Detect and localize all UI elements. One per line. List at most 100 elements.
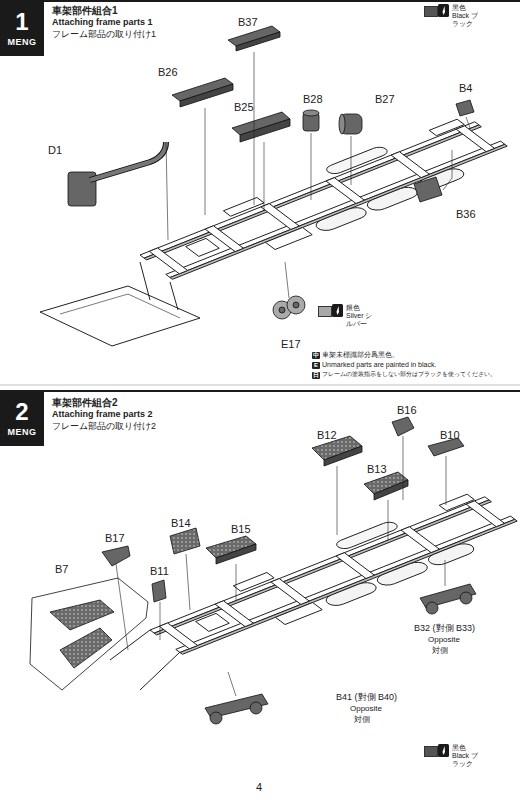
frame-part bbox=[303, 110, 319, 116]
frame-part bbox=[216, 544, 256, 564]
step-badge: 1MENG bbox=[0, 2, 44, 56]
leader-line bbox=[351, 136, 352, 185]
leader-line bbox=[228, 672, 236, 696]
frame-part bbox=[414, 177, 442, 202]
part-number: B37 bbox=[238, 16, 258, 28]
paint-icon bbox=[443, 746, 446, 755]
paint-name: 黑色 Black ブラック bbox=[452, 744, 482, 768]
part-number: B15 bbox=[231, 523, 251, 535]
note-text: Opposite bbox=[428, 636, 460, 645]
frame-part bbox=[456, 100, 474, 116]
note-text: 対側 bbox=[354, 716, 370, 725]
part-number: B27 bbox=[375, 93, 395, 105]
frame-part bbox=[392, 417, 414, 436]
paint-icon bbox=[332, 304, 343, 317]
frame-part bbox=[210, 712, 222, 724]
part-number: B14 bbox=[171, 517, 191, 529]
paint-callout: 銀色 Silver シルバー bbox=[318, 304, 376, 328]
step-number: 1 bbox=[15, 10, 28, 34]
part-number: B32 (對側 B33) bbox=[414, 624, 475, 634]
frame-part bbox=[236, 32, 280, 51]
chassis-frame bbox=[138, 488, 520, 664]
leader-line bbox=[166, 142, 168, 240]
chassis-frame bbox=[140, 652, 180, 690]
step-title: 車架部件組合2 bbox=[52, 397, 118, 408]
leader-line bbox=[186, 554, 190, 610]
note-text: 対側 bbox=[432, 647, 448, 656]
leader-line bbox=[160, 602, 161, 640]
leader-line bbox=[166, 52, 470, 298]
language-marker: 中 bbox=[312, 352, 320, 359]
part-number: B26 bbox=[158, 66, 178, 78]
page-number: 4 bbox=[256, 781, 262, 793]
frame-part bbox=[50, 600, 114, 630]
part-number: D1 bbox=[48, 144, 62, 156]
part-number: B13 bbox=[367, 463, 387, 475]
leader-line bbox=[236, 564, 237, 600]
header-rule bbox=[0, 0, 520, 2]
silver-wheel bbox=[273, 296, 305, 319]
chassis-frame bbox=[140, 262, 150, 300]
leader-line bbox=[254, 52, 255, 205]
brand-logo: MENG bbox=[8, 428, 37, 438]
leader-line bbox=[466, 117, 470, 128]
paint-icon bbox=[332, 304, 343, 317]
leader-line bbox=[443, 150, 452, 190]
step-badge: 2MENG bbox=[0, 392, 44, 446]
step-title: 車架部件組合1 bbox=[52, 5, 118, 16]
frame-part bbox=[339, 114, 345, 134]
language-marker: E bbox=[312, 362, 320, 369]
frame-part bbox=[250, 702, 262, 714]
leader-line bbox=[285, 262, 289, 298]
language-marker: 日 bbox=[312, 372, 320, 379]
frame-part bbox=[426, 602, 438, 614]
header-rule bbox=[0, 1, 520, 391]
silver-wheel bbox=[293, 302, 299, 308]
part-number: B12 bbox=[317, 429, 337, 441]
color-swatch bbox=[424, 746, 438, 757]
leader-line bbox=[116, 564, 128, 650]
chassis-frame bbox=[170, 282, 178, 310]
step-title: Attaching frame parts 2 bbox=[52, 410, 153, 420]
frame-part bbox=[340, 114, 362, 134]
silver-wheel bbox=[279, 307, 285, 313]
frame-part bbox=[30, 417, 476, 724]
paint-icon bbox=[438, 4, 449, 17]
leader-line bbox=[446, 456, 447, 505]
silver-wheel bbox=[287, 296, 305, 314]
paint-callout: 黑色 Black ブラック bbox=[424, 4, 482, 28]
note-text: Unmarked parts are painted in black. bbox=[322, 361, 436, 369]
frame-part bbox=[30, 578, 148, 690]
chassis-frame bbox=[40, 286, 200, 346]
frame-part bbox=[460, 592, 472, 604]
color-swatch bbox=[424, 6, 438, 17]
note-text: Opposite bbox=[350, 705, 382, 714]
paint-icon bbox=[443, 6, 446, 15]
paint-name: 銀色 Silver シルバー bbox=[346, 304, 376, 328]
color-swatch bbox=[318, 306, 332, 317]
frame-part bbox=[60, 628, 112, 668]
paint-icon bbox=[337, 306, 340, 315]
paint-icon bbox=[438, 744, 449, 757]
paint-name: 黑色 Black ブラック bbox=[452, 4, 482, 28]
leader-line bbox=[388, 500, 389, 540]
chassis-frame bbox=[60, 294, 180, 318]
part-number: B25 bbox=[234, 101, 254, 113]
step-divider bbox=[0, 385, 520, 386]
part-number: B16 bbox=[397, 404, 417, 416]
note-text: 車架未標識部分爲黑色。 bbox=[322, 351, 399, 359]
step-title: Attaching frame parts 1 bbox=[52, 18, 153, 28]
part-number: B4 bbox=[459, 82, 472, 94]
part-number: B41 (對側 B40) bbox=[336, 693, 397, 703]
chassis-frame bbox=[110, 488, 520, 690]
frame-part bbox=[180, 84, 233, 107]
header-rule bbox=[0, 390, 520, 392]
frame-part bbox=[324, 446, 362, 466]
part-number: B7 bbox=[55, 563, 68, 575]
step-number: 2 bbox=[15, 400, 28, 424]
part-number: B36 bbox=[456, 208, 476, 220]
frame-part bbox=[90, 142, 166, 180]
frame-part bbox=[90, 142, 166, 180]
frame-part bbox=[170, 528, 200, 554]
leader-line bbox=[403, 436, 404, 500]
